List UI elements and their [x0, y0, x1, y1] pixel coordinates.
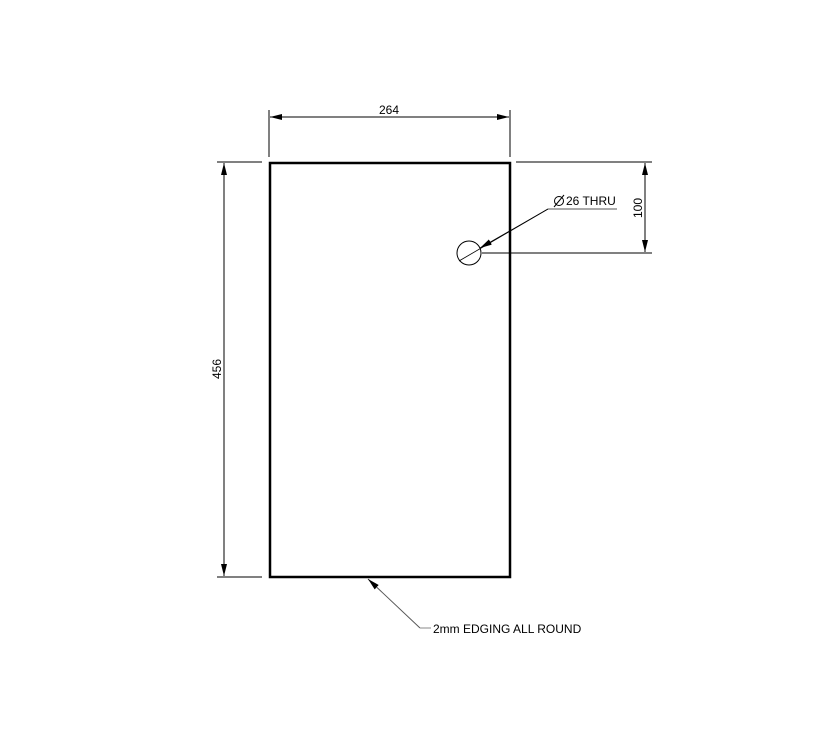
hole-offset-label: 100 — [631, 198, 645, 218]
hole-circle — [456, 240, 482, 266]
hole-note: 26 THRU — [566, 194, 616, 208]
diameter-icon — [553, 194, 565, 208]
panel-outline — [268, 161, 512, 579]
width-dimension-label: 264 — [379, 103, 399, 117]
hole-leader: 26 THRU — [458, 194, 617, 262]
hole-offset-dimension: 100 — [482, 161, 652, 254]
edging-note: 2mm EDGING ALL ROUND — [433, 622, 582, 636]
height-dimension-label: 456 — [210, 359, 224, 379]
height-dimension: 456 — [210, 161, 262, 578]
edging-leader: 2mm EDGING ALL ROUND — [367, 578, 582, 636]
width-dimension: 264 — [268, 103, 511, 157]
